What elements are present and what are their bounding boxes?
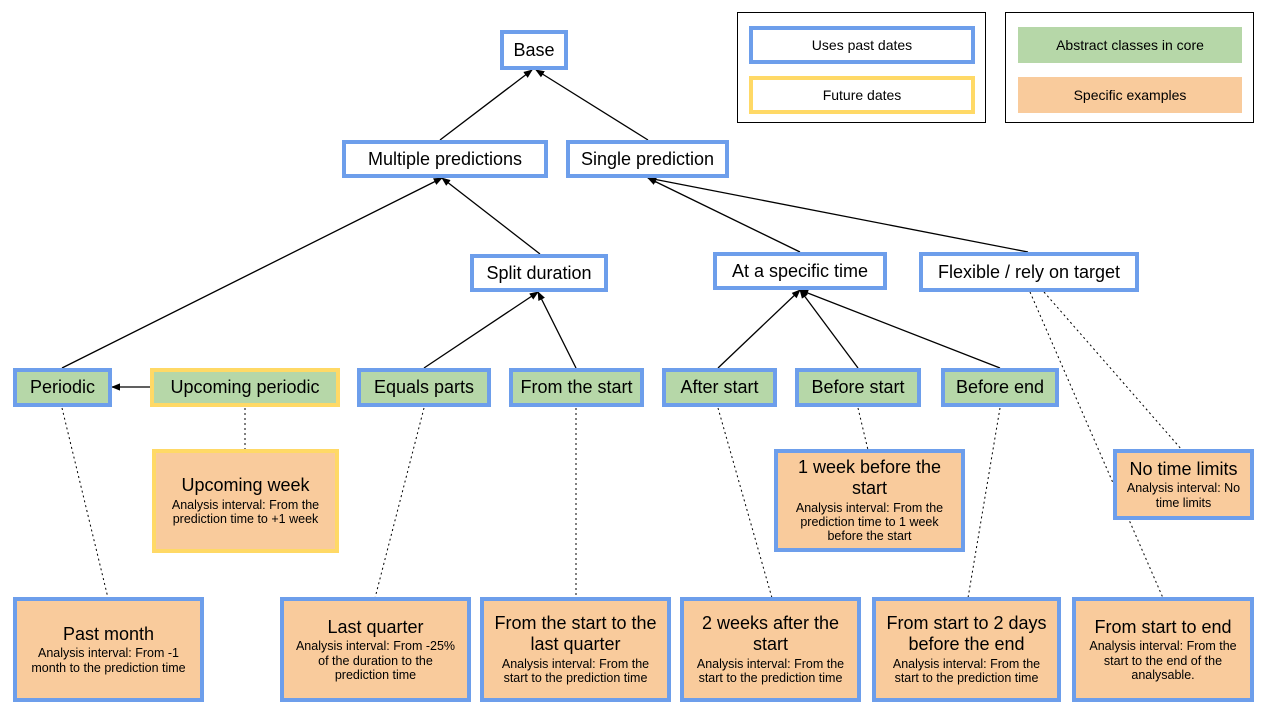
legend-fill-colors: Abstract classes in core Specific exampl…	[1005, 12, 1254, 123]
node-base: Base	[500, 30, 568, 70]
node-flexible: Flexible / rely on target	[919, 252, 1139, 292]
example-week-before-start: 1 week before the start Analysis interva…	[774, 449, 965, 552]
node-specific-time-label: At a specific time	[731, 260, 869, 281]
node-upcoming-periodic-label: Upcoming periodic	[170, 377, 320, 398]
example-two-weeks-after-start: 2 weeks after the start Analysis interva…	[680, 597, 861, 702]
legend-specific-label: Specific examples	[1073, 87, 1187, 103]
edge-single-to-base	[535, 69, 649, 141]
example-past-month-desc: Analysis interval: From -1 month to the …	[31, 646, 186, 675]
example-no-time-limits: No time limits Analysis interval: No tim…	[1113, 449, 1254, 520]
dotted-before-end-example	[967, 407, 1001, 599]
node-before-start-label: Before start	[811, 377, 905, 398]
edge-specific-time-to-single	[647, 177, 801, 253]
example-start-to-last-quarter: From the start to the last quarter Analy…	[480, 597, 671, 702]
edge-periodic-to-multiple	[61, 177, 443, 369]
legend-specific-examples: Specific examples	[1018, 77, 1242, 113]
example-start-to-2-days-before-end: From start to 2 days before the end Anal…	[872, 597, 1061, 702]
node-after-start: After start	[662, 368, 777, 407]
example-upcoming-week: Upcoming week Analysis interval: From th…	[152, 449, 339, 553]
node-equal-parts: Equals parts	[357, 368, 491, 407]
legend-past-dates: Uses past dates	[749, 26, 975, 64]
legend-future-dates: Future dates	[749, 76, 975, 114]
node-periodic-label: Periodic	[29, 377, 96, 398]
example-last-quarter-desc: Analysis interval: From -25% of the dura…	[295, 639, 456, 683]
example-start-to-last-quarter-desc: Analysis interval: From the start to the…	[501, 656, 650, 686]
dotted-equal-parts-last-quarter	[374, 407, 425, 599]
node-before-end-label: Before end	[955, 377, 1045, 398]
example-last-quarter: Last quarter Analysis interval: From -25…	[280, 597, 471, 702]
node-multiple-label: Multiple predictions	[367, 148, 523, 169]
node-split-label: Split duration	[486, 262, 592, 283]
node-multiple-predictions: Multiple predictions	[342, 140, 548, 178]
example-past-month: Past month Analysis interval: From -1 mo…	[13, 597, 204, 702]
example-start-to-end-title: From start to end	[1094, 616, 1232, 637]
example-past-month-title: Past month	[62, 623, 155, 644]
example-week-before-start-desc: Analysis interval: From the prediction t…	[795, 500, 944, 544]
example-start-to-end-desc: Analysis interval: From the start to the…	[1089, 639, 1237, 683]
dotted-after-start-example	[717, 407, 773, 599]
example-upcoming-week-title: Upcoming week	[181, 475, 310, 496]
edge-multiple-to-base	[439, 69, 533, 141]
example-start-to-last-quarter-title: From the start to the last quarter	[494, 613, 657, 655]
node-single-label: Single prediction	[580, 148, 715, 169]
node-equal-parts-label: Equals parts	[373, 377, 475, 398]
edge-from-start-to-split	[537, 291, 577, 369]
edge-after-start-to-specific-time	[717, 289, 801, 369]
edge-before-end-to-specific-time	[799, 289, 1001, 369]
node-base-label: Base	[513, 39, 555, 60]
node-from-the-start: From the start	[509, 368, 644, 407]
dotted-flexible-start-to-end	[1029, 291, 1164, 599]
legend-abstract-classes: Abstract classes in core	[1018, 27, 1242, 63]
edge-before-start-to-specific-time	[799, 289, 859, 369]
node-split-duration: Split duration	[470, 254, 608, 292]
edge-equal-parts-to-split	[423, 291, 539, 369]
example-last-quarter-title: Last quarter	[327, 616, 424, 637]
legend-abstract-label: Abstract classes in core	[1056, 37, 1204, 53]
example-two-weeks-after-start-title: 2 weeks after the start	[701, 613, 840, 655]
dotted-periodic-past-month	[61, 407, 109, 599]
node-from-start-label: From the start	[520, 377, 633, 398]
node-before-end: Before end	[941, 368, 1059, 407]
example-no-time-limits-desc: Analysis interval: No time limits	[1126, 481, 1241, 510]
node-at-specific-time: At a specific time	[713, 252, 887, 290]
example-start-to-end: From start to end Analysis interval: Fro…	[1072, 597, 1254, 702]
node-single-prediction: Single prediction	[566, 140, 729, 178]
edge-split-to-multiple	[441, 177, 541, 255]
node-flexible-label: Flexible / rely on target	[937, 261, 1121, 282]
legend-past-dates-label: Uses past dates	[811, 37, 913, 53]
edge-flexible-to-single	[647, 175, 1029, 253]
node-before-start: Before start	[795, 368, 921, 407]
example-upcoming-week-desc: Analysis interval: From the prediction t…	[171, 497, 320, 527]
example-start-to-2-days-before-end-desc: Analysis interval: From the start to the…	[892, 656, 1041, 686]
legend-border-colors: Uses past dates Future dates	[737, 12, 986, 123]
example-start-to-2-days-before-end-title: From start to 2 days before the end	[886, 613, 1047, 655]
node-after-start-label: After start	[680, 377, 759, 398]
node-periodic: Periodic	[13, 368, 112, 407]
node-upcoming-periodic: Upcoming periodic	[150, 368, 340, 407]
example-two-weeks-after-start-desc: Analysis interval: From the start to the…	[696, 656, 845, 686]
dotted-before-start-example	[857, 407, 869, 451]
legend-future-dates-label: Future dates	[822, 87, 902, 103]
example-no-time-limits-title: No time limits	[1129, 458, 1238, 479]
example-week-before-start-title: 1 week before the start	[797, 457, 942, 498]
